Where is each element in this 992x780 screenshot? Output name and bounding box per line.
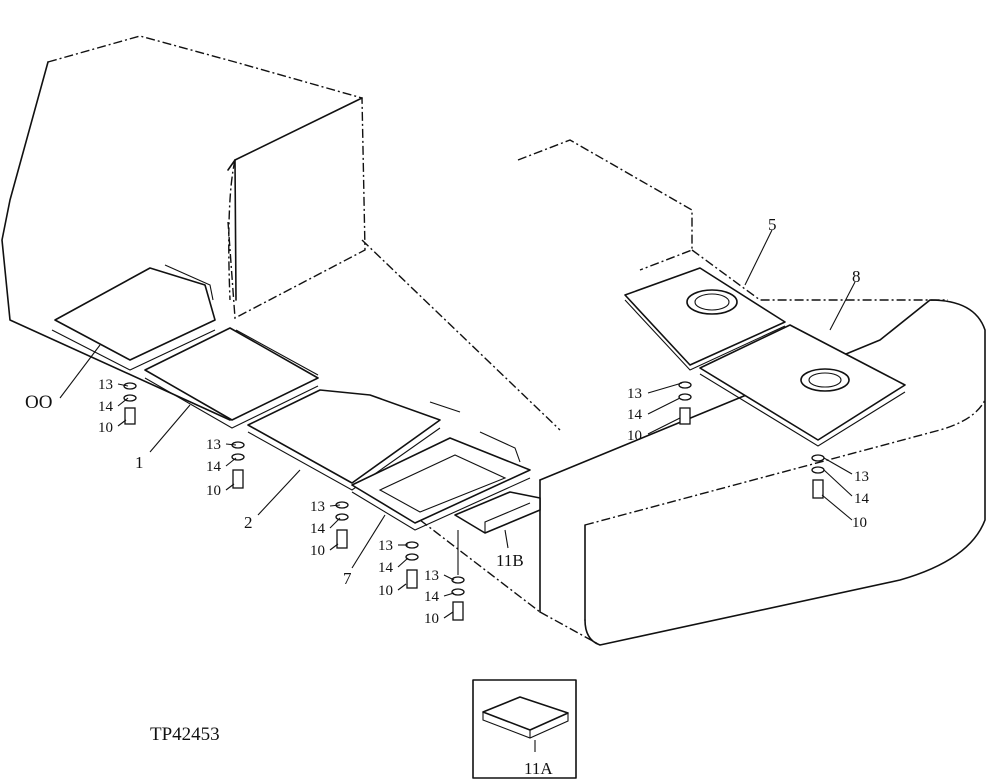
callout-5: 5: [768, 215, 777, 234]
callout-13: 13: [98, 377, 113, 393]
callout-00: OO: [25, 392, 52, 413]
floor-plate-2: [247, 389, 461, 491]
hardware-stack-7: [405, 541, 419, 589]
callout-1: 1: [135, 453, 144, 472]
callout-10: 10: [206, 483, 221, 499]
callout-labels: OO 1 2 7 5 8 11B 11A 13 14 10 13 14 10 1…: [25, 215, 870, 778]
callout-10: 10: [424, 611, 439, 627]
hardware-stack-11b: [451, 530, 465, 621]
callout-10: 10: [98, 420, 113, 436]
callout-14: 14: [310, 521, 326, 537]
hardware-stack-00: [123, 382, 137, 425]
floor-plate-5: [624, 267, 786, 371]
callout-2: 2: [244, 513, 253, 532]
callout-10: 10: [310, 543, 325, 559]
callout-14: 14: [854, 491, 870, 507]
callout-13: 13: [378, 538, 393, 554]
figure-reference: TP42453: [150, 724, 220, 745]
callout-14: 14: [98, 399, 114, 415]
callout-14: 14: [378, 560, 394, 576]
callout-7: 7: [343, 569, 352, 588]
callout-10: 10: [627, 428, 642, 444]
callout-13: 13: [854, 469, 869, 485]
leader-lines: [59, 229, 856, 619]
callout-10: 10: [852, 515, 867, 531]
hardware-stack-5: [678, 381, 692, 425]
inset-11a: [472, 679, 577, 779]
callout-14: 14: [424, 589, 440, 605]
callout-13: 13: [627, 386, 642, 402]
counterweight: [539, 299, 986, 646]
hardware-stack-8: [811, 454, 825, 499]
callout-11b: 11B: [496, 551, 524, 570]
cover-11b: [454, 491, 541, 534]
floor-plate-8: [699, 324, 906, 447]
callout-13: 13: [310, 499, 325, 515]
callout-10: 10: [378, 583, 393, 599]
cab-body: [1, 35, 366, 421]
callout-8: 8: [852, 267, 861, 286]
hardware-stack-1: [231, 441, 245, 489]
hardware-stack-2: [335, 501, 349, 549]
floor-plate-7: [351, 431, 531, 531]
floor-plate-1: [144, 327, 319, 429]
callout-14: 14: [627, 407, 643, 423]
callout-11a: 11A: [524, 759, 553, 778]
floor-plate-00: [51, 264, 216, 371]
callout-13: 13: [424, 568, 439, 584]
callout-14: 14: [206, 459, 222, 475]
callout-13: 13: [206, 437, 221, 453]
